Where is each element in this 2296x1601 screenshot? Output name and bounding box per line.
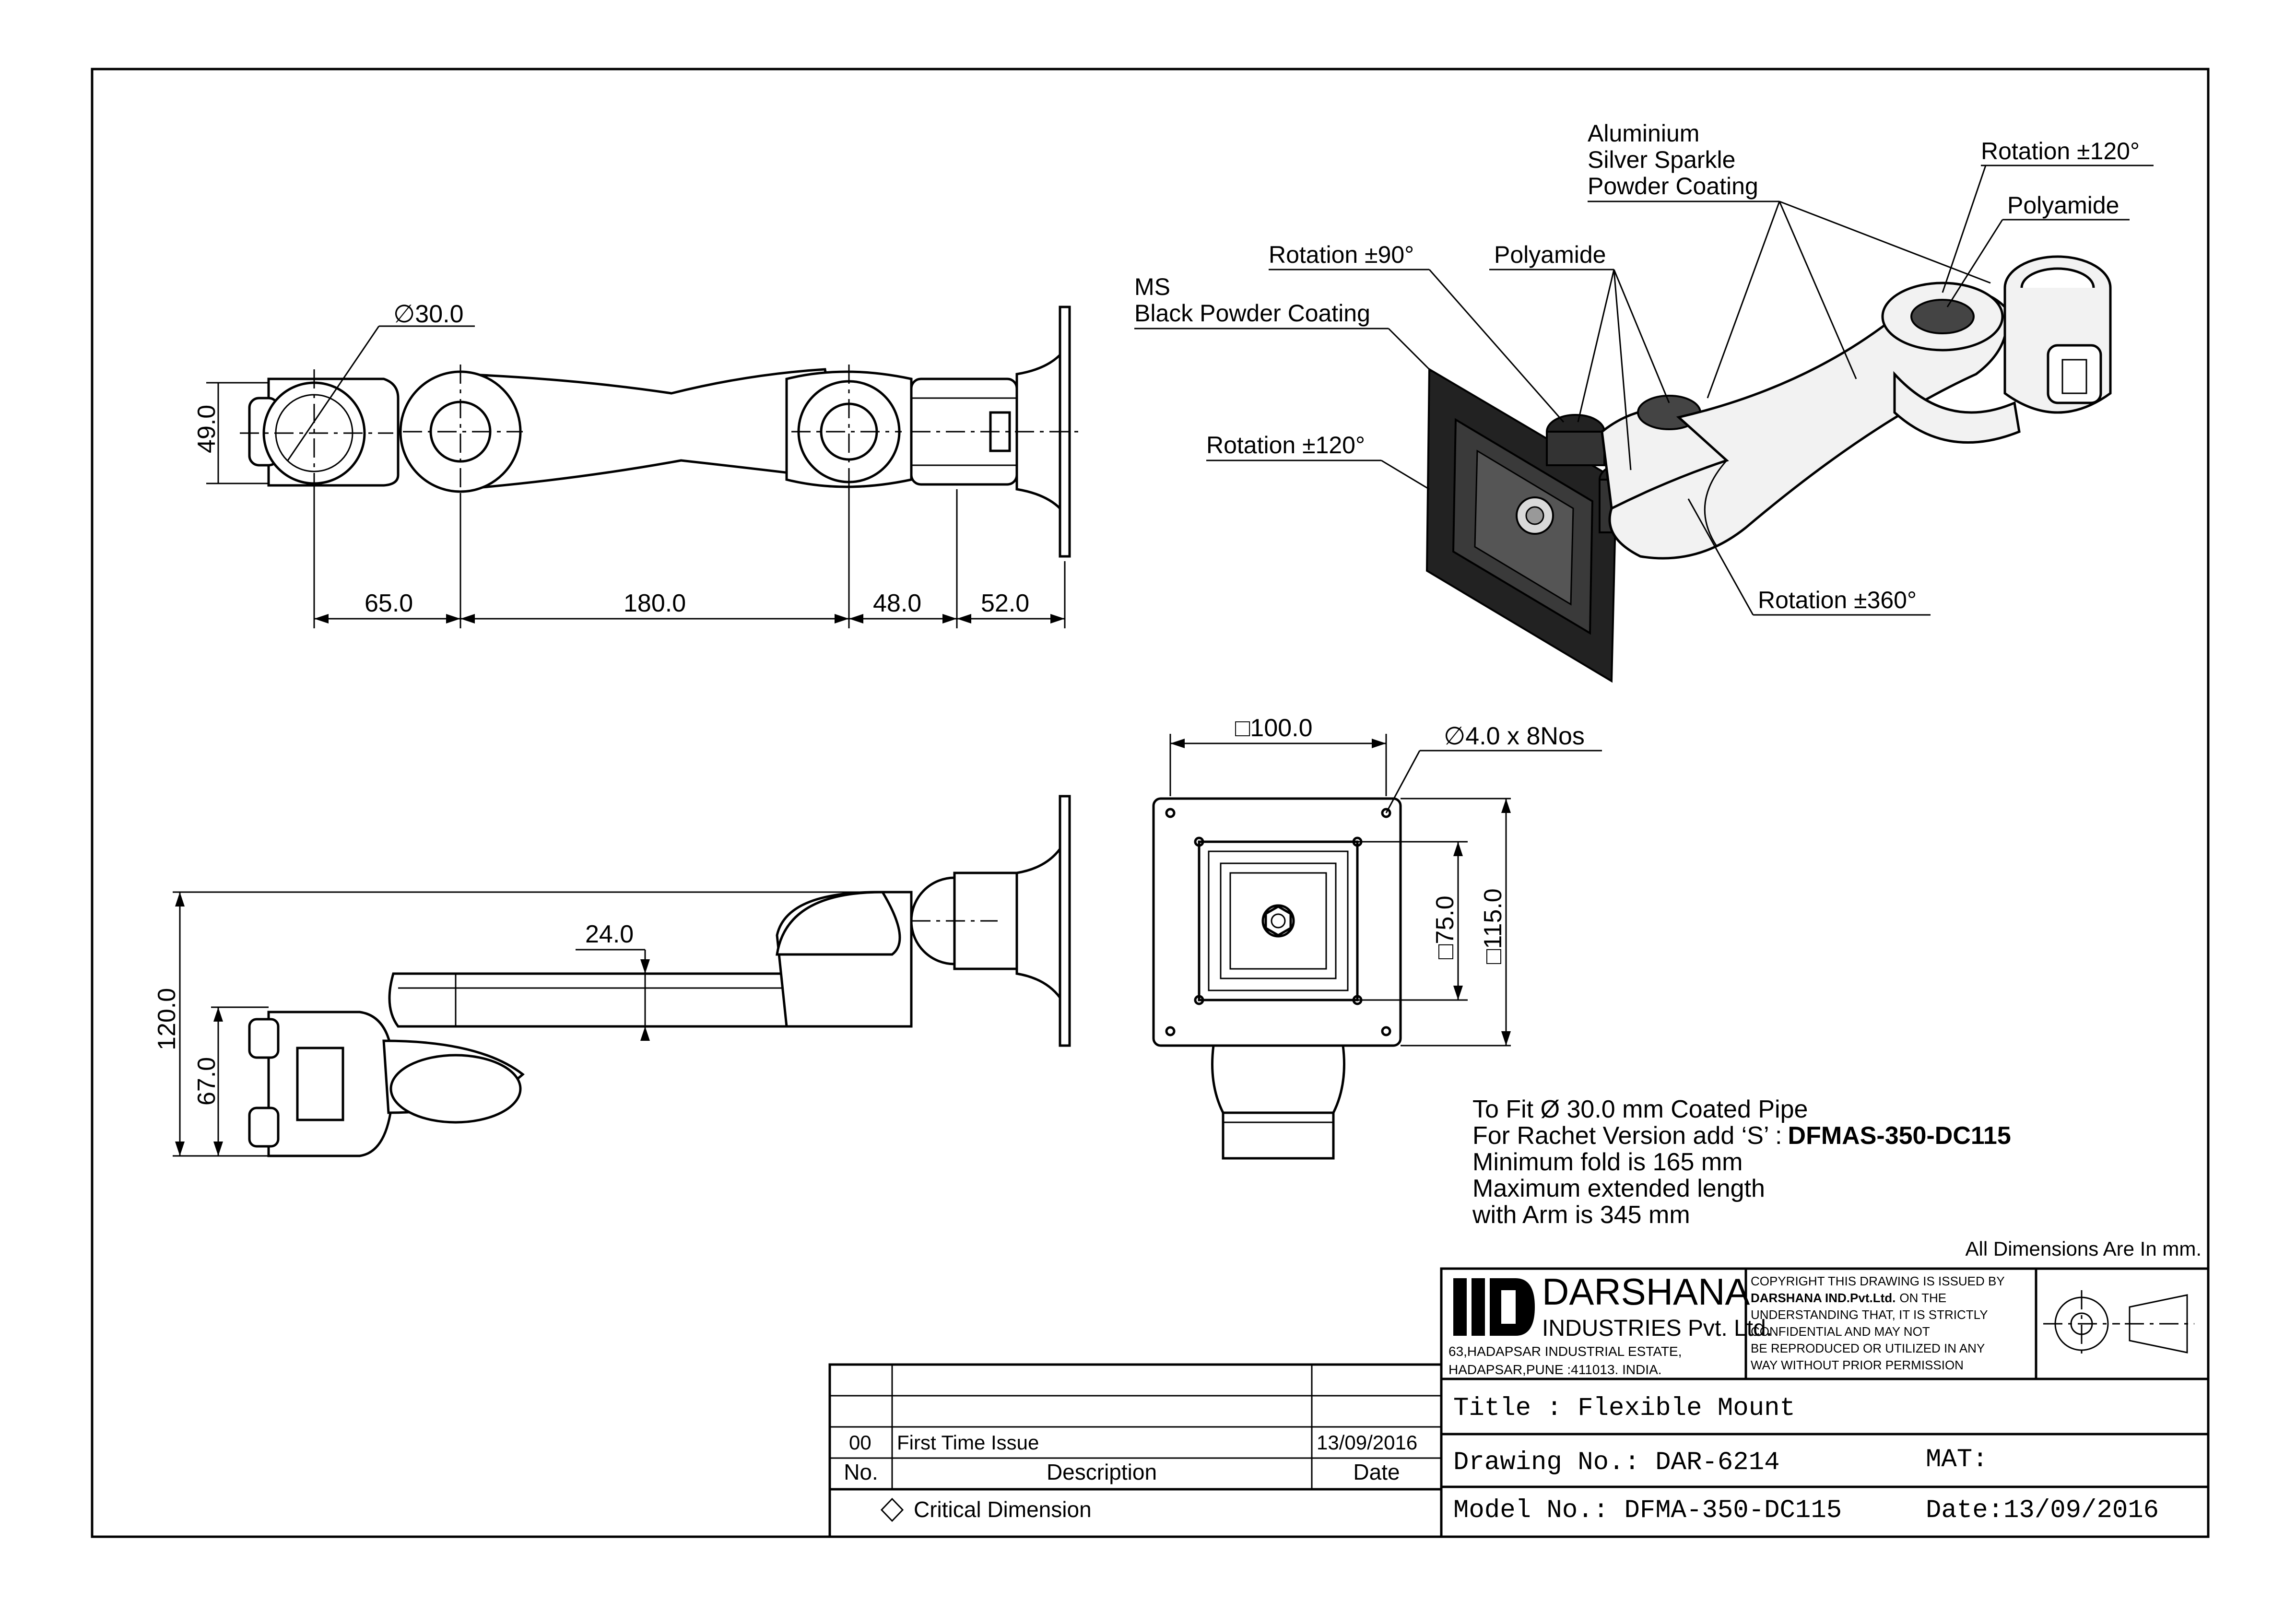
side-view: 120.0 67.0 24.0: [153, 795, 1071, 1157]
callout-rotation-90: Rotation ±90°: [1269, 241, 1414, 268]
material-label: MAT:: [1926, 1445, 1988, 1474]
projection-symbol-icon: [2043, 1290, 2194, 1357]
header-description: Description: [1047, 1460, 1157, 1484]
title-block: DARSHANA INDUSTRIES Pvt. Ltd. 63,HADAPSA…: [1440, 1267, 2210, 1538]
rev-date: 13/09/2016: [1317, 1431, 1417, 1454]
copyright-6: WAY WITHOUT PRIOR PERMISSION: [1751, 1358, 1964, 1372]
dim-52: 52.0: [981, 589, 1029, 617]
copyright-2: DARSHANA IND.Pvt.Ltd.ON THE: [1751, 1291, 1946, 1305]
company-name: DARSHANA: [1542, 1271, 1750, 1313]
drawing-number: Drawing No.: DAR-6214: [1453, 1448, 1780, 1477]
dim-height-49: 49.0: [193, 405, 221, 453]
plate-view: □100.0 ∅4.0 x 8Nos □115.0 □75.0: [1152, 714, 1602, 1160]
header-no: No.: [844, 1460, 878, 1484]
note-line-4: Maximum extended length: [1472, 1175, 1765, 1202]
copyright-3: UNDERSTANDING THAT, IT IS STRICTLY: [1751, 1307, 1988, 1322]
address-2: HADAPSAR,PUNE :411013. INDIA.: [1448, 1362, 1662, 1377]
isometric-view: Aluminium Silver Sparkle Powder Coating …: [1134, 120, 2154, 683]
rev-description: First Time Issue: [897, 1431, 1039, 1454]
callout-rotation-120-top: Rotation ±120°: [1981, 138, 2140, 165]
notes: To Fit Ø 30.0 mm Coated Pipe For Rachet …: [1472, 1095, 2202, 1260]
dim-67: 67.0: [193, 1057, 221, 1106]
header-date: Date: [1353, 1460, 1400, 1484]
callout-polyamide-mid: Polyamide: [1494, 241, 1606, 268]
dim-24: 24.0: [585, 920, 634, 948]
critical-dimension-label: Critical Dimension: [914, 1497, 1092, 1522]
dim-pipe-dia: ∅30.0: [393, 300, 464, 328]
dim-100: □100.0: [1235, 714, 1313, 742]
revision-table: 00 First Time Issue 13/09/2016 No. Descr…: [828, 1363, 1443, 1538]
title-text: Title : Flexible Mount: [1453, 1394, 1795, 1423]
dim-75: □75.0: [1431, 895, 1459, 959]
dim-115: □115.0: [1479, 888, 1507, 964]
company-logo: [1453, 1278, 1535, 1336]
dim-65: 65.0: [365, 589, 413, 617]
dim-holes: ∅4.0 x 8Nos: [1444, 722, 1585, 750]
callout-rotation-360: Rotation ±360°: [1758, 587, 1917, 613]
company-sub: INDUSTRIES Pvt. Ltd.: [1542, 1316, 1772, 1341]
critical-diamond-icon: [880, 1497, 904, 1522]
drawing-date: Date:13/09/2016: [1926, 1496, 2159, 1525]
all-dimensions-note: All Dimensions Are In mm.: [1966, 1237, 2202, 1260]
address-1: 63,HADAPSAR INDUSTRIAL ESTATE,: [1448, 1344, 1682, 1359]
dim-120: 120.0: [153, 988, 181, 1050]
callout-rotation-120-left: Rotation ±120°: [1206, 432, 1365, 459]
callout-polyamide-right: Polyamide: [2007, 192, 2119, 219]
note-line-3: Minimum fold is 165 mm: [1472, 1148, 1743, 1176]
copyright-1: COPYRIGHT THIS DRAWING IS ISSUED BY: [1751, 1274, 2005, 1288]
model-number: Model No.: DFMA-350-DC115: [1453, 1496, 1842, 1525]
callout-aluminium-2: Silver Sparkle: [1588, 146, 1735, 173]
note-line-1: To Fit Ø 30.0 mm Coated Pipe: [1472, 1095, 1808, 1123]
rev-no: 00: [849, 1431, 871, 1454]
note-line-2: For Rachet Version add ‘S’ :DFMAS-350-DC…: [1472, 1122, 2011, 1150]
callout-ms-2: Black Powder Coating: [1134, 300, 1370, 327]
dim-48: 48.0: [873, 589, 921, 617]
callout-ms-1: MS: [1134, 273, 1170, 300]
top-view: ∅30.0 49.0 65.0 180.0 48.0 52.0: [193, 300, 1084, 628]
note-line-5: with Arm is 345 mm: [1472, 1201, 1690, 1229]
copyright-5: BE REPRODUCED OR UTILIZED IN ANY: [1751, 1341, 1985, 1355]
copyright-4: CONFIDENTIAL AND MAY NOT: [1751, 1324, 1930, 1339]
dim-180: 180.0: [624, 589, 686, 617]
callout-aluminium-3: Powder Coating: [1588, 173, 1758, 200]
callout-aluminium-1: Aluminium: [1588, 120, 1699, 147]
